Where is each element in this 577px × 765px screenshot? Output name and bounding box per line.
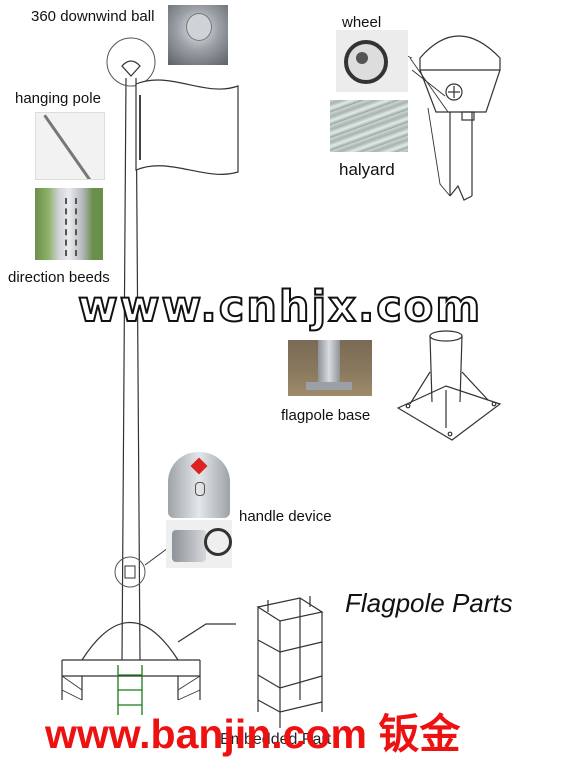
- downwind-ball-photo: [168, 5, 228, 65]
- flagpole-base-drawing: [396, 330, 502, 441]
- watermark-banjin: www.banjin.com 钣金: [45, 711, 461, 757]
- halyard-label: halyard: [339, 160, 395, 179]
- halyard-photo: [330, 100, 408, 152]
- foundation: [61, 622, 236, 701]
- finial-ball: [121, 60, 141, 77]
- embedded-ladder: [117, 665, 143, 715]
- watermark-cnhjx: www.cnhjx.com: [77, 281, 483, 333]
- direction-beeds-photo: [35, 188, 103, 260]
- hanging-pole-label: hanging pole: [15, 90, 101, 107]
- flagpole-base-photo: [288, 340, 372, 396]
- downwind-ball-label: 360 downwind ball: [31, 8, 155, 25]
- wheel-label: wheel: [342, 14, 382, 31]
- flagpole-base-label: flagpole base: [281, 407, 371, 424]
- hanging-pole-photo: [35, 112, 105, 180]
- handle-device-label: handle device: [239, 508, 332, 525]
- diagram-title: Flagpole Parts: [345, 588, 513, 618]
- flagpole: [121, 77, 141, 661]
- top-detail-circle: [106, 37, 156, 87]
- wheel-photo: [336, 30, 408, 92]
- embedded-part-label: Embedded Part: [220, 731, 332, 748]
- embedded-part-cage: [256, 596, 324, 728]
- direction-beeds-label: direction beeds: [8, 269, 110, 286]
- handle-device-photo-top: [168, 452, 230, 518]
- flag: [135, 79, 239, 175]
- wheel-assembly-drawing: [391, 35, 501, 201]
- handle-detail-circle: [114, 556, 146, 588]
- handle-device-photo-bottom: [166, 520, 232, 568]
